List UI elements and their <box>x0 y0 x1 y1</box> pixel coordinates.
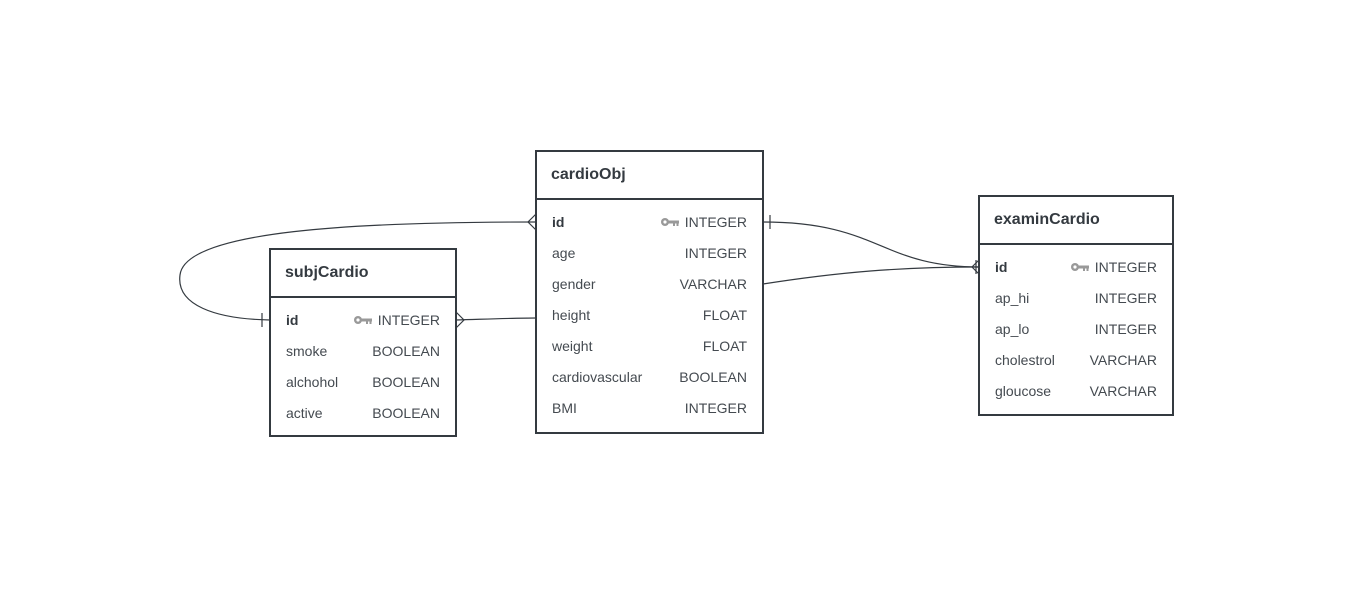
attribute-name: alchohol <box>286 373 339 390</box>
attribute-name: height <box>552 306 591 323</box>
entity-cardioObj[interactable]: cardioObj id INTEGER age INTEGER gender … <box>535 150 764 434</box>
entity-examinCardio[interactable]: examinCardio id INTEGER ap_hi INTEGER ap… <box>978 195 1174 416</box>
relation-cardioObj-subjCardio-loop[interactable] <box>179 221 537 321</box>
relation-cardioObj-examinCardio-id[interactable] <box>762 221 981 268</box>
attribute-name: gloucose <box>995 382 1052 399</box>
primary-key-icon <box>660 217 679 226</box>
attribute-name: id <box>286 311 299 328</box>
entity-title: subjCardio <box>271 250 455 298</box>
attribute-type: FLOAT <box>702 306 747 323</box>
attribute-name: ap_hi <box>995 289 1030 306</box>
primary-key-icon <box>353 315 372 324</box>
attribute-name: cholestrol <box>995 351 1055 368</box>
attribute-row-ap_lo[interactable]: ap_lo INTEGER <box>980 313 1172 344</box>
attribute-row-ap_hi[interactable]: ap_hi INTEGER <box>980 282 1172 313</box>
attribute-name: gender <box>552 275 596 292</box>
attribute-type: FLOAT <box>702 337 747 354</box>
entity-subjCardio[interactable]: subjCardio id INTEGER smoke BOOLEAN alch… <box>269 248 457 437</box>
attribute-type: INTEGER <box>1094 320 1157 337</box>
attribute-name: id <box>995 258 1008 275</box>
crowfoot-many-examinCardio-id <box>971 258 981 276</box>
attribute-name: age <box>552 244 576 261</box>
attribute-type: INTEGER <box>684 399 747 416</box>
attribute-row-height[interactable]: height FLOAT <box>537 299 762 330</box>
attribute-type: BOOLEAN <box>679 368 747 385</box>
entity-title: examinCardio <box>980 197 1172 245</box>
attribute-name: cardiovascular <box>552 368 643 385</box>
attribute-row-bmi[interactable]: BMI INTEGER <box>537 392 762 423</box>
attribute-row-active[interactable]: active BOOLEAN <box>271 397 455 428</box>
attribute-row-alchohol[interactable]: alchohol BOOLEAN <box>271 366 455 397</box>
attribute-type: INTEGER <box>1094 289 1157 306</box>
attribute-type: VARCHAR <box>1089 382 1157 399</box>
attribute-name: id <box>552 213 565 230</box>
relation-subjCardio-cardioObj-height[interactable] <box>455 317 537 321</box>
primary-key-icon <box>1070 262 1089 271</box>
attribute-name: weight <box>552 337 593 354</box>
attribute-row-smoke[interactable]: smoke BOOLEAN <box>271 335 455 366</box>
attribute-list: id INTEGER ap_hi INTEGER ap_lo INTEGER c… <box>980 245 1172 412</box>
attribute-row-id[interactable]: id INTEGER <box>980 251 1172 282</box>
crowfoot-many-cardioObj-id <box>527 213 537 231</box>
attribute-type: BOOLEAN <box>372 404 440 421</box>
attribute-row-age[interactable]: age INTEGER <box>537 237 762 268</box>
attribute-type: BOOLEAN <box>372 342 440 359</box>
attribute-name: active <box>286 404 323 421</box>
crowfoot-many-subjCardio-id <box>455 311 465 329</box>
attribute-type-group: INTEGER <box>353 312 440 328</box>
attribute-row-cardiovascular[interactable]: cardiovascular BOOLEAN <box>537 361 762 392</box>
relation-cardioObj-gender-examinCardio[interactable] <box>762 266 981 285</box>
attribute-type: INTEGER <box>684 213 747 230</box>
entity-title: cardioObj <box>537 152 762 200</box>
attribute-type-group: INTEGER <box>1070 259 1157 275</box>
attribute-type: INTEGER <box>1094 258 1157 275</box>
attribute-type: VARCHAR <box>1089 351 1157 368</box>
attribute-type: BOOLEAN <box>372 373 440 390</box>
attribute-name: BMI <box>552 399 577 416</box>
attribute-row-gloucose[interactable]: gloucose VARCHAR <box>980 375 1172 406</box>
attribute-list: id INTEGER age INTEGER gender VARCHAR he… <box>537 200 762 429</box>
attribute-row-gender[interactable]: gender VARCHAR <box>537 268 762 299</box>
attribute-row-weight[interactable]: weight FLOAT <box>537 330 762 361</box>
attribute-name: ap_lo <box>995 320 1030 337</box>
attribute-name: smoke <box>286 342 328 359</box>
attribute-row-cholestrol[interactable]: cholestrol VARCHAR <box>980 344 1172 375</box>
attribute-type-group: INTEGER <box>660 214 747 230</box>
attribute-row-id[interactable]: id INTEGER <box>537 206 762 237</box>
attribute-row-id[interactable]: id INTEGER <box>271 304 455 335</box>
attribute-type: INTEGER <box>684 244 747 261</box>
attribute-list: id INTEGER smoke BOOLEAN alchohol BOOLEA… <box>271 298 455 434</box>
attribute-type: VARCHAR <box>679 275 747 292</box>
attribute-type: INTEGER <box>377 311 440 328</box>
